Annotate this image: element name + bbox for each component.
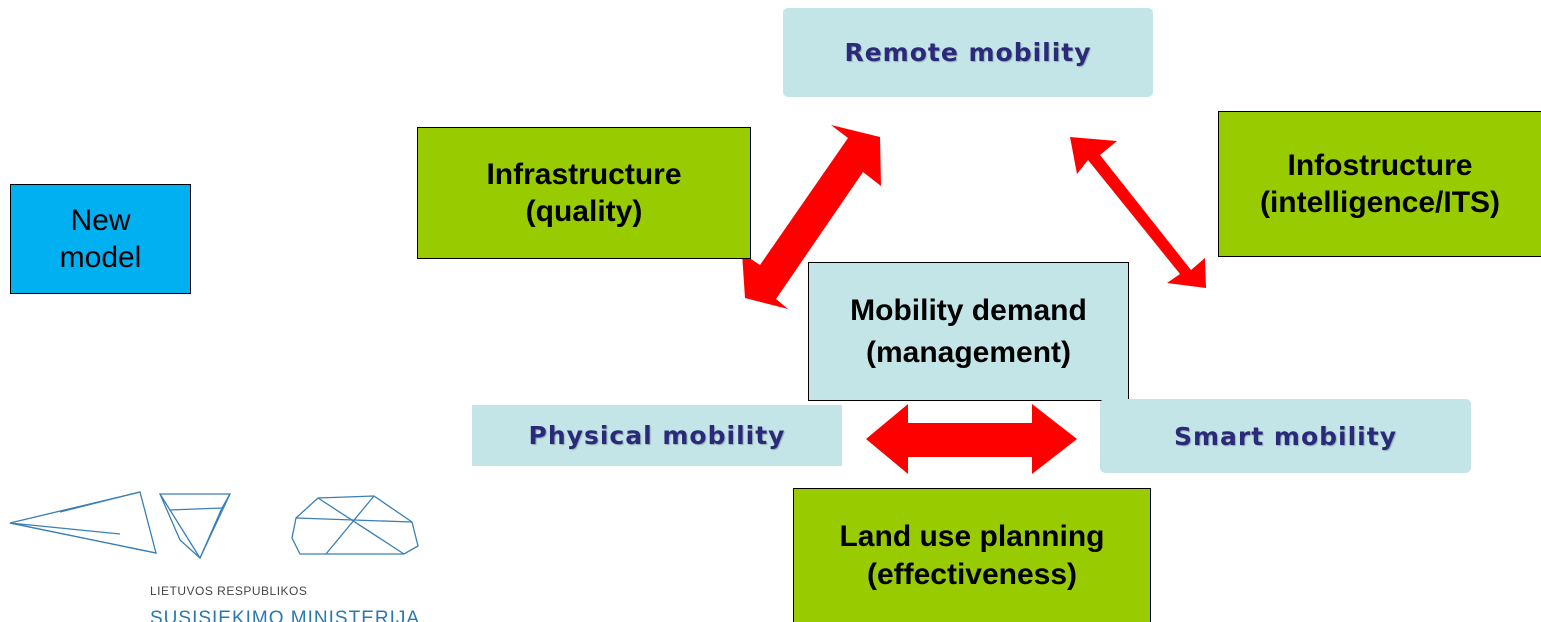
arrow-remote-smart [1070,137,1206,288]
logo-text-line2: SUSISIEKIMO MINISTERIJA [150,608,421,622]
physical-mobility-box: Physical mobility [472,405,842,466]
remote-mobility-label: Remote mobility [844,38,1092,67]
remote-mobility-box: Remote mobility [783,8,1153,97]
infostructure-subtitle: (intelligence/ITS) [1259,186,1501,219]
arrow-remote-physical [742,125,881,309]
mobility-demand-box: Mobility demand (management) [808,262,1129,401]
ministry-logo: LIETUVOS RESPUBLIKOS SUSISIEKIMO MINISTE… [0,488,440,622]
new-model-line1: New [70,203,131,237]
new-model-line2: model [59,241,142,274]
new-model-box: New model [10,184,191,294]
infrastructure-box: Infrastructure (quality) [417,127,751,259]
infrastructure-title: Infrastructure [486,157,682,191]
logo-text-line1: LIETUVOS RESPUBLIKOS [150,584,308,598]
smart-mobility-box: Smart mobility [1100,399,1471,473]
ministry-logo-graphic [9,491,419,560]
physical-mobility-label: Physical mobility [528,421,786,450]
infostructure-box: Infostructure (intelligence/ITS) [1218,111,1541,257]
mobility-demand-title: Mobility demand [850,293,1087,327]
mobility-demand-subtitle: (management) [865,335,1072,369]
land-use-title: Land use planning [839,520,1105,553]
land-use-planning-box: Land use planning (effectiveness) [793,488,1151,622]
land-use-subtitle: (effectiveness) [866,557,1078,591]
arrow-physical-smart [866,404,1077,474]
infrastructure-subtitle: (quality) [525,195,643,228]
smart-mobility-label: Smart mobility [1174,421,1397,451]
infostructure-title: Infostructure [1287,148,1473,182]
